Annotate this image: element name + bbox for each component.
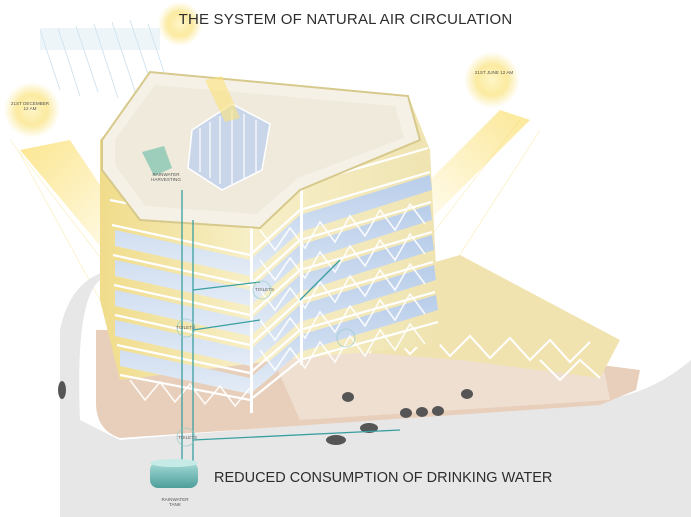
rainwater-harvesting-icon <box>142 146 172 176</box>
water-tank-icon <box>150 459 198 488</box>
toilets-label: TOILETS <box>255 287 275 292</box>
toilets-label: TOILETS <box>178 435 198 440</box>
sun-icon <box>4 82 60 138</box>
sun-icon <box>158 2 202 46</box>
rainwater-harvesting-label: RAINWATER HARVESTING <box>151 172 181 183</box>
rain-icon <box>39 19 169 99</box>
diagram-title: THE SYSTEM OF NATURAL AIR CIRCULATION <box>178 11 513 28</box>
roof-pavilion <box>187 76 271 191</box>
diagram-subtitle: REDUCED CONSUMPTION OF DRINKING WATER <box>214 470 553 486</box>
road <box>60 270 691 517</box>
water-pipe <box>181 190 401 462</box>
rainwater-tank-label: RAINWATER TANK <box>161 497 189 508</box>
toilet-markers <box>176 280 356 447</box>
toilets-label: TOILETS <box>176 325 196 330</box>
sun-left-label: 21ST DECEMBER 12 AM <box>10 101 50 112</box>
sun-rays <box>9 119 541 301</box>
sun-icon <box>464 52 520 108</box>
sun-right-label: 21ST JUNE 12 AM <box>474 70 514 75</box>
cloud-shape <box>40 28 160 50</box>
parked-cars <box>58 381 473 445</box>
